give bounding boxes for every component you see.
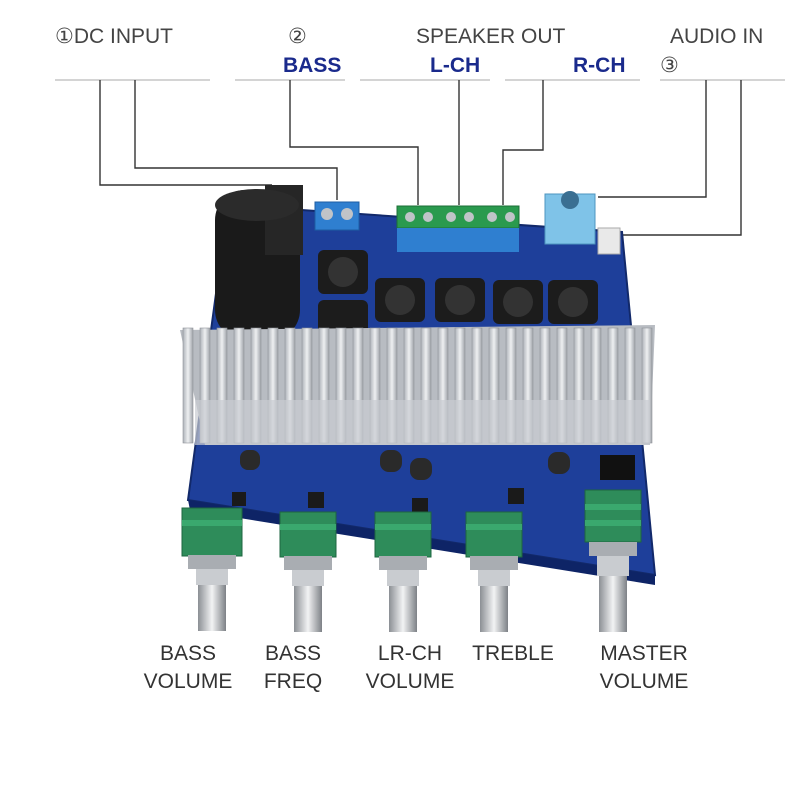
knob-label-line2: VOLUME — [365, 670, 455, 693]
speaker-out-label: SPEAKER OUT — [416, 25, 566, 48]
knob-label-treble: TREBLE — [443, 640, 583, 668]
bulk-capacitor — [215, 185, 303, 340]
potentiometers — [181, 489, 642, 632]
knob-label-line1: TREBLE — [472, 642, 554, 665]
heatsink — [180, 325, 655, 445]
knob-label-line1: BASS — [264, 642, 322, 665]
knob-label-lr-ch-volume: LR-CH VOLUME — [340, 640, 480, 696]
audio-in-number-label: ③ — [660, 54, 679, 77]
inductors — [318, 250, 598, 338]
knob-label-bass-volume: BASS VOLUME — [118, 640, 258, 696]
knob-label-line1: MASTER — [600, 642, 688, 665]
knob-label-line2: FREQ — [263, 670, 323, 693]
knob-label-line2: VOLUME — [599, 670, 689, 693]
l-ch-label: L-CH — [430, 54, 481, 77]
knob-label-line1: BASS — [159, 642, 217, 665]
knob-label-line1: LR-CH — [377, 642, 443, 665]
knob-label-master-volume: MASTER VOLUME — [574, 640, 714, 696]
audio-in-label: AUDIO IN — [670, 25, 764, 48]
leader-lines — [99, 80, 742, 236]
dc-input-label: ①DC INPUT — [55, 25, 173, 48]
r-ch-label: R-CH — [573, 54, 626, 77]
knob-label-bass-freq: BASS FREQ — [223, 640, 363, 696]
audio-jack — [544, 191, 621, 255]
speaker-terminals — [396, 205, 520, 252]
dc-input-terminal — [314, 201, 360, 231]
bass-output-label: BASS — [283, 54, 342, 77]
knob-label-line2: VOLUME — [143, 670, 233, 693]
smd-components — [232, 450, 635, 514]
bass-number-label: ② — [288, 25, 307, 48]
